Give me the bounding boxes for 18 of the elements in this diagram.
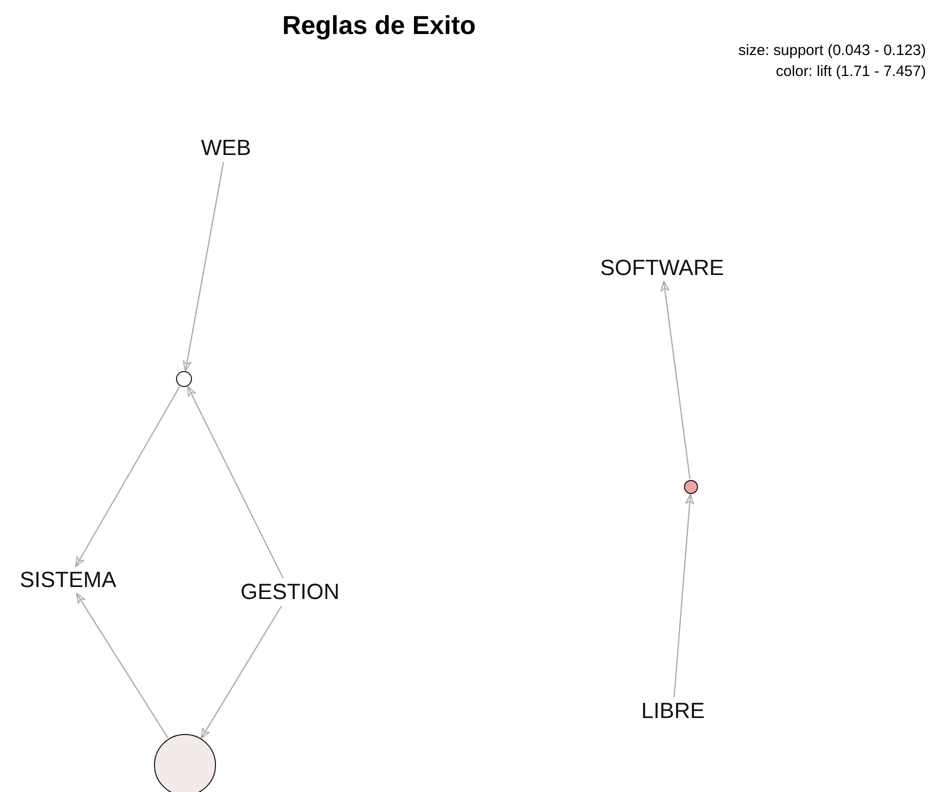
rule-circle xyxy=(176,371,192,387)
legend-note: size: support (0.043 - 0.123) xyxy=(738,41,926,61)
arrow xyxy=(75,386,180,568)
arrow xyxy=(674,493,694,698)
arrow xyxy=(182,162,224,372)
item-label: SOFTWARE xyxy=(600,255,724,281)
arrow xyxy=(660,280,691,480)
legend-note: color: lift (1.71 - 7.457) xyxy=(774,62,926,82)
arrow xyxy=(200,606,282,739)
item-label: LIBRE xyxy=(641,698,705,724)
rule-circle xyxy=(154,734,216,792)
item-label: SISTEMA xyxy=(20,567,116,593)
chart-title: Reglas de Exito xyxy=(281,10,477,41)
rule-circle xyxy=(684,480,698,494)
arrow xyxy=(76,592,168,738)
item-label: WEB xyxy=(200,135,252,161)
arrow xyxy=(187,386,284,578)
item-label: GESTION xyxy=(240,579,340,605)
